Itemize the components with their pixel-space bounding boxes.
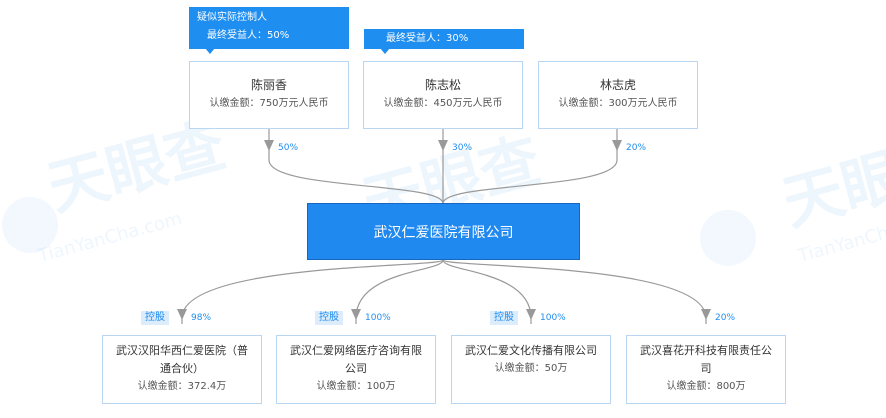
investment-card[interactable]: 武汉喜花开科技有限责任公司 认缴金额：800万 <box>626 335 786 404</box>
actual-controller-label: 疑似实际控制人 <box>197 12 267 23</box>
subscribed-amount: 认缴金额：50万 <box>494 363 568 374</box>
company-name: 武汉仁爱医院有限公司 <box>373 224 514 241</box>
beneficiary-tag: 最终受益人：30% <box>364 29 524 49</box>
beneficiary-label: 最终受益人：30% <box>386 33 469 44</box>
shareholder-card[interactable]: 陈志松 认缴金额：450万元人民币 <box>363 61 523 129</box>
arrow-head-icon <box>438 140 448 151</box>
beneficiary-label: 最终受益人：50% <box>207 30 290 41</box>
arrow-head-icon <box>701 309 711 320</box>
investment-card[interactable]: 武汉仁爱文化传播有限公司 认缴金额：50万 <box>451 335 611 404</box>
investment-percentage: 100% <box>540 313 566 323</box>
tag-pointer-icon <box>205 48 215 54</box>
arrow-head-icon <box>264 140 274 151</box>
arrow-head-icon <box>351 309 361 320</box>
center-company-node[interactable]: 武汉仁爱医院有限公司 <box>307 203 580 260</box>
subscribed-amount: 认缴金额：300万元人民币 <box>558 98 678 109</box>
investment-card[interactable]: 武汉仁爱网络医疗咨询有限公司 认缴金额：100万 <box>276 335 436 404</box>
watermark-logo-icon <box>2 197 58 253</box>
investment-name[interactable]: 武汉喜花开科技有限责任公司 <box>640 344 772 375</box>
shareholder-card[interactable]: 陈丽香 认缴金额：750万元人民币 <box>189 61 349 129</box>
watermark-logo-icon <box>700 210 756 266</box>
edge-investment-4 <box>442 259 707 324</box>
shareholder-name[interactable]: 陈志松 <box>424 78 461 92</box>
investment-percentage: 100% <box>365 313 391 323</box>
holding-badge: 控股 <box>490 311 518 325</box>
tag-pointer-icon <box>380 48 390 54</box>
edge-investment-1 <box>181 259 444 324</box>
share-percentage: 50% <box>278 143 299 153</box>
investment-name[interactable]: 武汉仁爱文化传播有限公司 <box>465 344 597 357</box>
investment-name[interactable]: 武汉仁爱网络医疗咨询有限公司 <box>290 344 422 375</box>
shareholder-card[interactable]: 林志虎 认缴金额：300万元人民币 <box>538 61 698 129</box>
shareholder-name[interactable]: 林志虎 <box>599 78 636 92</box>
share-percentage: 30% <box>452 143 473 153</box>
investment-name[interactable]: 武汉汉阳华西仁爱医院（普通合伙） <box>116 344 248 375</box>
shareholder-name[interactable]: 陈丽香 <box>250 78 287 92</box>
subscribed-amount: 认缴金额：372.4万 <box>137 381 227 392</box>
arrow-head-icon <box>177 309 187 320</box>
investment-percentage: 20% <box>715 313 736 323</box>
holding-badge: 控股 <box>141 311 169 325</box>
subscribed-amount: 认缴金额：450万元人民币 <box>383 98 503 109</box>
actual-controller-tag: 疑似实际控制人 最终受益人：50% <box>189 7 349 49</box>
arrow-head-icon <box>526 309 536 320</box>
investment-percentage: 98% <box>191 313 212 323</box>
subscribed-amount: 认缴金额：100万 <box>316 381 396 392</box>
subscribed-amount: 认缴金额：800万 <box>666 381 746 392</box>
investment-card[interactable]: 武汉汉阳华西仁爱医院（普通合伙） 认缴金额：372.4万 <box>102 335 262 404</box>
edge-shareholder-3 <box>442 129 618 204</box>
share-percentage: 20% <box>626 143 647 153</box>
subscribed-amount: 认缴金额：750万元人民币 <box>209 98 329 109</box>
holding-badge: 控股 <box>315 311 343 325</box>
edge-shareholder-1 <box>268 129 444 204</box>
arrow-head-icon <box>612 140 622 151</box>
